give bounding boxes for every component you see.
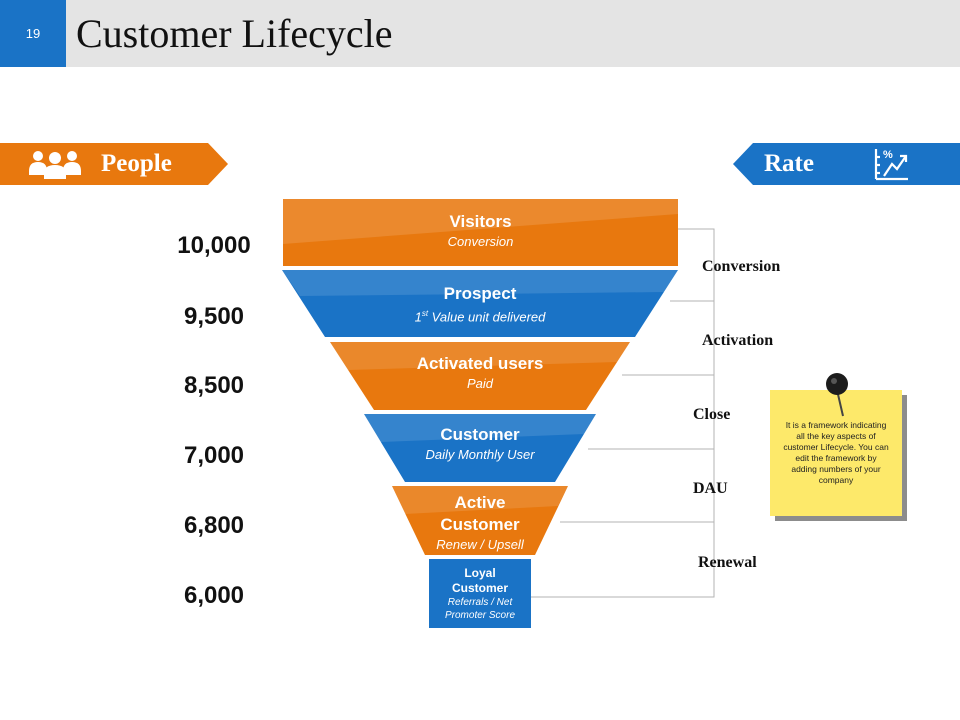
slide-number: 19 (0, 0, 66, 67)
stage-title: Prospect (443, 284, 517, 303)
people-count-customer: 7,000 (183, 442, 245, 469)
note-text: It is a framework indicating all the key… (783, 420, 889, 485)
stage-subtitle: Paid (466, 376, 494, 391)
funnel-stage-activated-users (330, 342, 630, 410)
stage-label-loyal-customer: Loyal Customer Referrals / Net Promoter … (431, 566, 529, 622)
people-count-loyal: 6,000 (183, 582, 245, 609)
rate-connector-lines (530, 228, 715, 598)
funnel-stage-loyal-customer (429, 559, 531, 628)
rate-label-conversion: Conversion (702, 258, 781, 275)
stage-title: Active Customer (440, 493, 520, 534)
people-banner: People (0, 143, 228, 185)
subtitle-prefix: 1 (414, 309, 422, 325)
svg-text:%: % (883, 149, 893, 161)
percentage-chart-icon: % (874, 149, 908, 181)
stage-subtitle: Conversion (447, 234, 514, 249)
sticky-note: It is a framework indicating all the key… (770, 390, 902, 516)
stage-label-prospect: Prospect 1st Value unit delivered (282, 283, 678, 325)
funnel-stage-visitors (283, 199, 678, 266)
people-count-activated: 8,500 (183, 372, 245, 399)
slide-title: Customer Lifecycle (76, 11, 393, 56)
funnel-stage-active-customer (392, 486, 568, 555)
rate-label-close: Close (693, 406, 731, 423)
stage-title: Visitors (449, 212, 512, 231)
stage-label-visitors: Visitors Conversion (283, 211, 678, 250)
stage-label-activated-users: Activated users Paid (330, 353, 630, 392)
stage-subtitle: 1st Value unit delivered (282, 305, 678, 325)
rate-banner-label: Rate (764, 150, 814, 177)
rate-banner: Rate % (733, 143, 960, 185)
stage-subtitle: Daily Monthly User (425, 447, 535, 462)
subtitle-superscript: st (421, 309, 429, 318)
stage-title: Loyal Customer (451, 566, 508, 595)
stage-label-active-customer: Active Customer Renew / Upsell (420, 492, 540, 553)
rate-label-activation: Activation (702, 332, 774, 349)
stage-label-customer: Customer Daily Monthly User (364, 424, 596, 463)
pushpin-icon (826, 373, 848, 417)
stage-subtitle: Referrals / Net Promoter Score (444, 597, 516, 621)
rate-label-dau: DAU (693, 480, 728, 497)
rate-label-renewal: Renewal (698, 554, 757, 571)
stage-title: Activated users (416, 354, 544, 373)
stage-title: Customer (440, 425, 520, 444)
subtitle-rest: Value unit delivered (428, 309, 546, 325)
people-count-active-customer: 6,800 (183, 512, 245, 539)
people-count-prospect: 9,500 (183, 303, 245, 330)
stage-subtitle: Renew / Upsell (436, 537, 524, 552)
people-count-visitors: 10,000 (177, 232, 251, 259)
rate-banner-shape (733, 143, 960, 185)
people-banner-label: People (101, 150, 172, 177)
funnel-stage-prospect (282, 270, 678, 337)
funnel-stage-customer (364, 414, 596, 482)
connector-renewal (530, 521, 715, 598)
title-bar (0, 0, 960, 67)
people-icon (29, 151, 81, 179)
